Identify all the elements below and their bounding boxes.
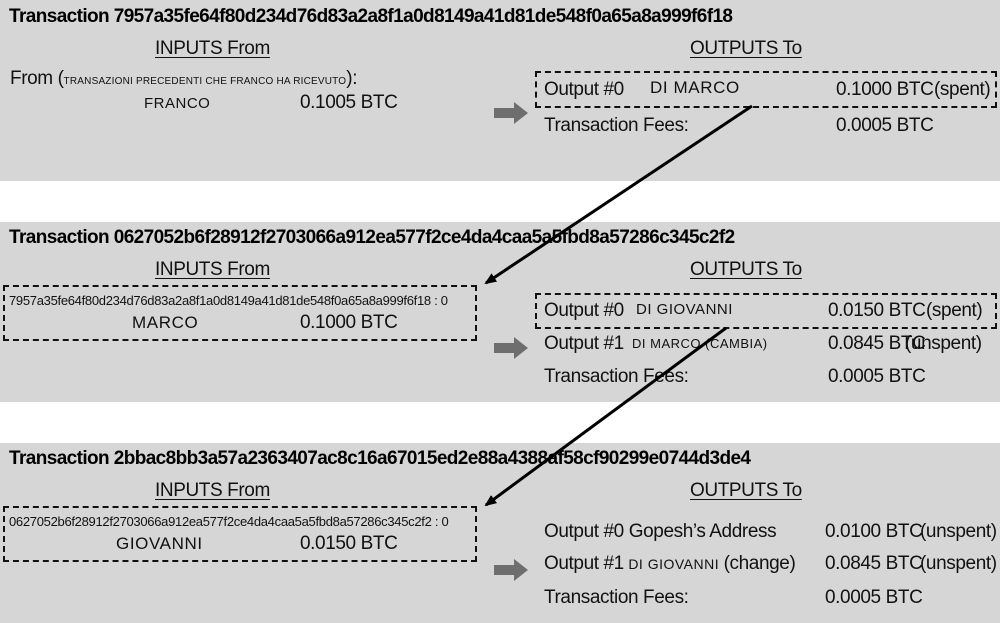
input-reference: 0627052b6f28912f2703066a912ea577f2ce4da4… — [9, 514, 449, 529]
from-close: ): — [346, 68, 358, 89]
input-source-line: From (TRANSAZIONI PRECEDENTI CHE FRANCO … — [10, 68, 358, 90]
input-amount: 0.0150 BTC — [300, 533, 398, 554]
output-recipient: DI GIOVANNI — [628, 556, 720, 572]
output-suffix: (change) — [723, 553, 796, 574]
transaction-title: Transaction 7957a35fe64f80d234d76d83a2a8… — [9, 6, 733, 27]
inputs-header: INPUTS From — [155, 480, 270, 501]
fees-amount: 0.0005 BTC — [825, 587, 923, 608]
input-box — [3, 506, 477, 562]
outputs-header: OUTPUTS To — [690, 480, 802, 501]
input-name: FRANCO — [144, 95, 211, 112]
output-amount: 0.0100 BTC — [825, 521, 923, 542]
input-name: GIOVANNI — [116, 534, 203, 553]
output-label: Output #0 — [544, 300, 624, 321]
fees-label: Transaction Fees: — [544, 115, 689, 136]
inputs-header: INPUTS From — [155, 259, 270, 280]
output-status: (unspent) — [920, 553, 997, 574]
fees-amount: 0.0005 BTC — [828, 366, 926, 387]
from-note: TRANSAZIONI PRECEDENTI CHE FRANCO HA RIC… — [63, 76, 347, 87]
output-status: (unspent) — [920, 521, 997, 542]
output-amount: 0.1000 BTC — [836, 79, 934, 100]
input-name: MARCO — [132, 313, 199, 332]
input-amount: 0.1005 BTC — [300, 92, 398, 113]
output-status: (unspent) — [905, 333, 982, 354]
transaction-title: Transaction 0627052b6f28912f2703066a912e… — [9, 227, 735, 248]
output-label: Output #0 Gopesh’s Address — [544, 521, 777, 542]
output-recipient: DI GIOVANNI — [636, 301, 733, 318]
output-label: Output #0 — [544, 79, 624, 100]
output-label: Output #1 — [544, 333, 624, 354]
output-line-change: Output #1 DI GIOVANNI (change) — [544, 553, 796, 575]
input-amount: 0.1000 BTC — [300, 312, 398, 333]
output-status: (spent) — [926, 300, 983, 321]
outputs-header: OUTPUTS To — [690, 38, 802, 59]
output-box-spent — [535, 293, 997, 329]
output-label: Output #1 — [544, 553, 624, 574]
output-amount: 0.0845 BTC — [828, 333, 926, 354]
output-box-spent — [535, 71, 997, 108]
from-label: From ( — [10, 68, 64, 89]
fees-amount: 0.0005 BTC — [836, 115, 934, 136]
transaction-title: Transaction 2bbac8bb3a57a2363407ac8c16a6… — [9, 448, 751, 469]
fees-label: Transaction Fees: — [544, 366, 689, 387]
output-recipient: DI MARCO — [650, 78, 740, 97]
output-amount: 0.0150 BTC — [828, 300, 926, 321]
fees-label: Transaction Fees: — [544, 587, 689, 608]
output-recipient: DI MARCO (CAMBIA) — [632, 336, 768, 351]
output-status: (spent) — [934, 79, 991, 100]
output-amount: 0.0845 BTC — [825, 553, 923, 574]
outputs-header: OUTPUTS To — [690, 259, 802, 280]
input-reference: 7957a35fe64f80d234d76d83a2a8f1a0d8149a41… — [9, 293, 448, 308]
input-box — [3, 285, 477, 341]
inputs-header: INPUTS From — [155, 38, 270, 59]
